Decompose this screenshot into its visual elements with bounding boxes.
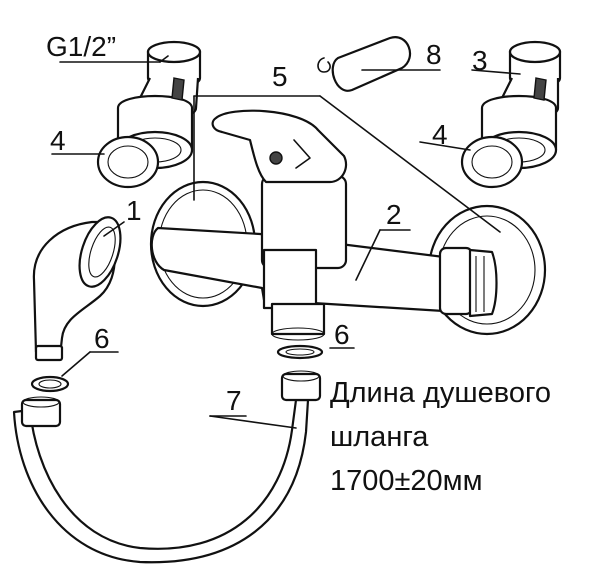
label-part-7: 7	[226, 385, 242, 416]
label-part-5: 5	[272, 61, 288, 92]
shower-holder	[317, 36, 412, 92]
shower-hose	[12, 370, 322, 564]
hose-length-caption-line1: Длина душевого	[330, 377, 551, 409]
hose-length-caption-line3: 1700±20мм	[330, 465, 483, 497]
label-part-4-right: 4	[432, 119, 448, 150]
right-seal-ring	[460, 135, 524, 189]
label-part-1: 1	[126, 195, 142, 226]
label-part-8: 8	[426, 39, 442, 70]
label-part-2: 2	[386, 199, 402, 230]
left-seal-ring	[96, 135, 160, 189]
left-gasket	[30, 375, 70, 393]
label-thread: G1/2”	[46, 31, 116, 62]
shower-head	[32, 216, 122, 362]
cartridge-column	[260, 174, 348, 341]
leader-lines	[51, 55, 521, 429]
label-part-6-right: 6	[334, 319, 350, 350]
lever-handle	[211, 109, 348, 184]
label-part-6-left: 6	[94, 323, 110, 354]
hose-length-caption-line2: шланга	[330, 421, 429, 453]
label-part-3: 3	[472, 45, 488, 76]
right-gasket	[276, 344, 324, 360]
label-part-4-left: 4	[50, 125, 66, 156]
